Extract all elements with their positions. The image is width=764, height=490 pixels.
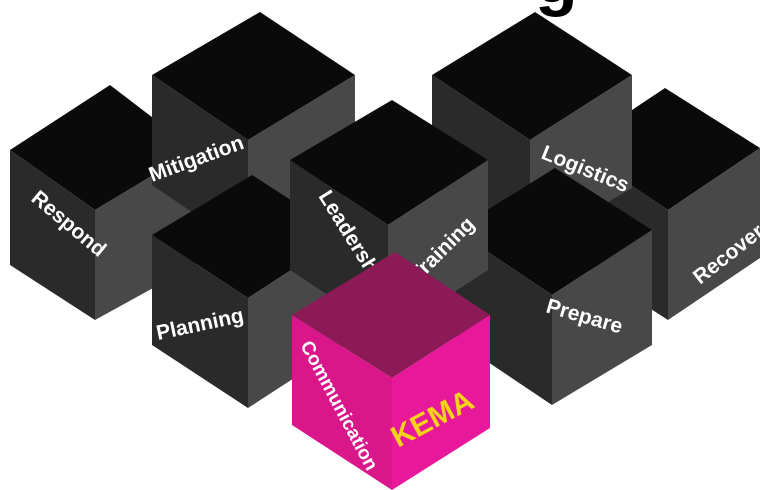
cube-prepare-right xyxy=(552,230,652,405)
title-fragment: g xyxy=(535,0,578,17)
cube-respond: Respond xyxy=(10,85,195,320)
cube-accent-top xyxy=(292,252,490,378)
cube-accent: Communication KEMA xyxy=(292,252,490,490)
cube-respond-left xyxy=(10,150,95,320)
cube-accent-right xyxy=(392,315,490,490)
cube-planning-left xyxy=(152,235,248,408)
cube-respond-top xyxy=(10,85,195,210)
cube-recover-right xyxy=(668,148,760,320)
cube-logistics-top xyxy=(432,12,632,140)
cube-center-top xyxy=(290,100,488,225)
cube-mitigation-top xyxy=(152,12,355,140)
cube-prepare-top xyxy=(455,168,652,295)
cube-accent-left xyxy=(292,315,392,490)
